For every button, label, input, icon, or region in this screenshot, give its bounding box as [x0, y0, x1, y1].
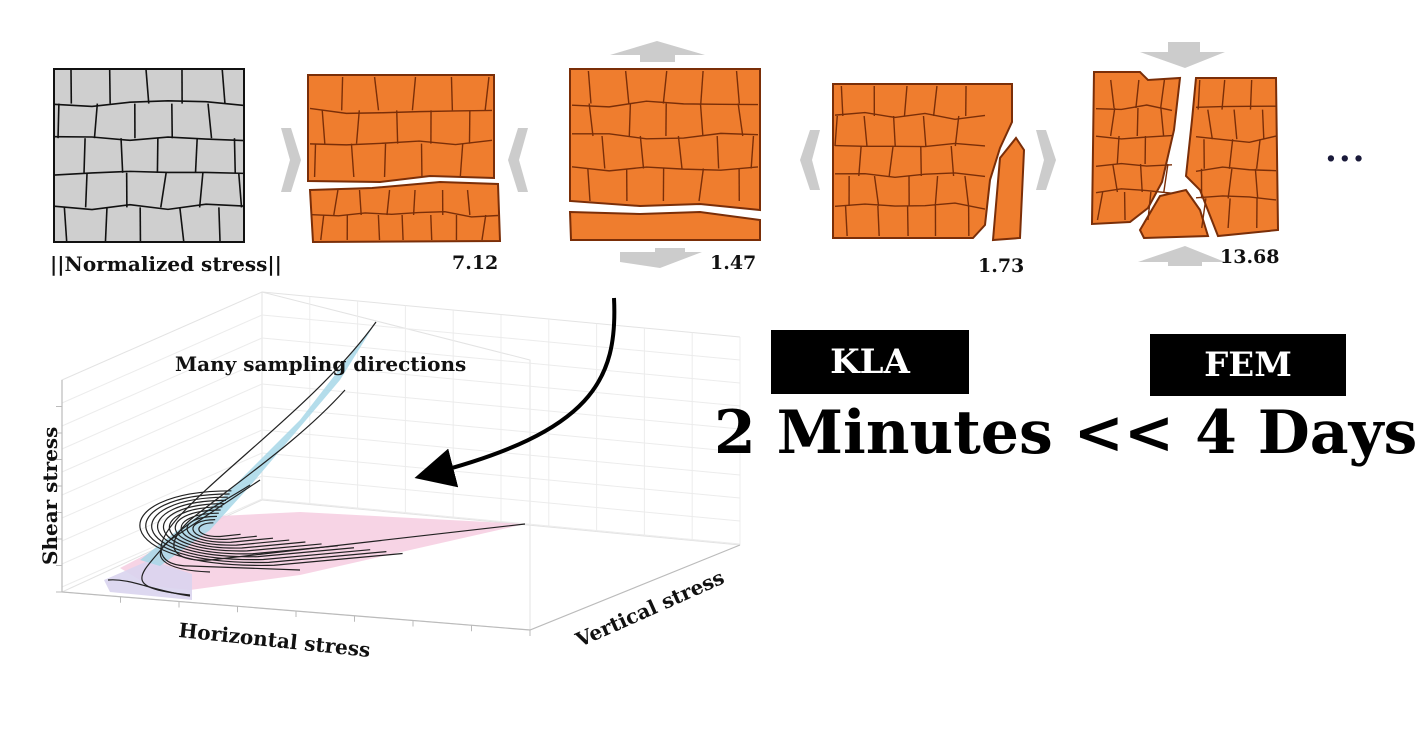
curved-arrow-icon	[414, 297, 617, 488]
arrow-down-icon	[620, 248, 702, 268]
arrow-up-icon	[1138, 246, 1225, 262]
intact-microstructure-panel	[53, 68, 245, 243]
kla-badge: KLA	[771, 330, 969, 394]
arrow-down-icon	[1140, 52, 1225, 68]
arrow-left-icon	[800, 130, 820, 190]
stress-value-3: 1.73	[978, 255, 1025, 277]
arrow-right-icon	[281, 128, 301, 192]
continuation-ellipsis: ...	[1325, 130, 1367, 170]
sampling-annotation: Many sampling directions	[175, 352, 467, 376]
stress-value-1: 7.12	[452, 252, 499, 274]
runtime-comparison: 2 Minutes << 4 Days	[714, 398, 1417, 468]
fractured-panel-2	[568, 68, 761, 241]
fractured-panel-1	[307, 74, 502, 244]
fractured-panel-3	[832, 83, 1026, 242]
arrow-right-icon	[1036, 130, 1056, 190]
figure: { "panels": { "normalized_stress_label":…	[38, 41, 1417, 663]
z-axis-label: Shear stress	[38, 426, 62, 565]
diagram-canvas	[53, 41, 1280, 636]
stress-surface-plot	[56, 291, 741, 636]
normalized-stress-label: ||Normalized stress||	[50, 252, 282, 276]
stress-value-4: 13.68	[1220, 246, 1280, 268]
arrow-left-icon	[508, 128, 528, 192]
arrow-up-icon	[610, 41, 705, 62]
stress-value-2: 1.47	[710, 252, 757, 274]
fem-badge: FEM	[1150, 334, 1346, 396]
fractured-panel-4	[1090, 71, 1280, 240]
load-arrows	[281, 41, 1225, 268]
